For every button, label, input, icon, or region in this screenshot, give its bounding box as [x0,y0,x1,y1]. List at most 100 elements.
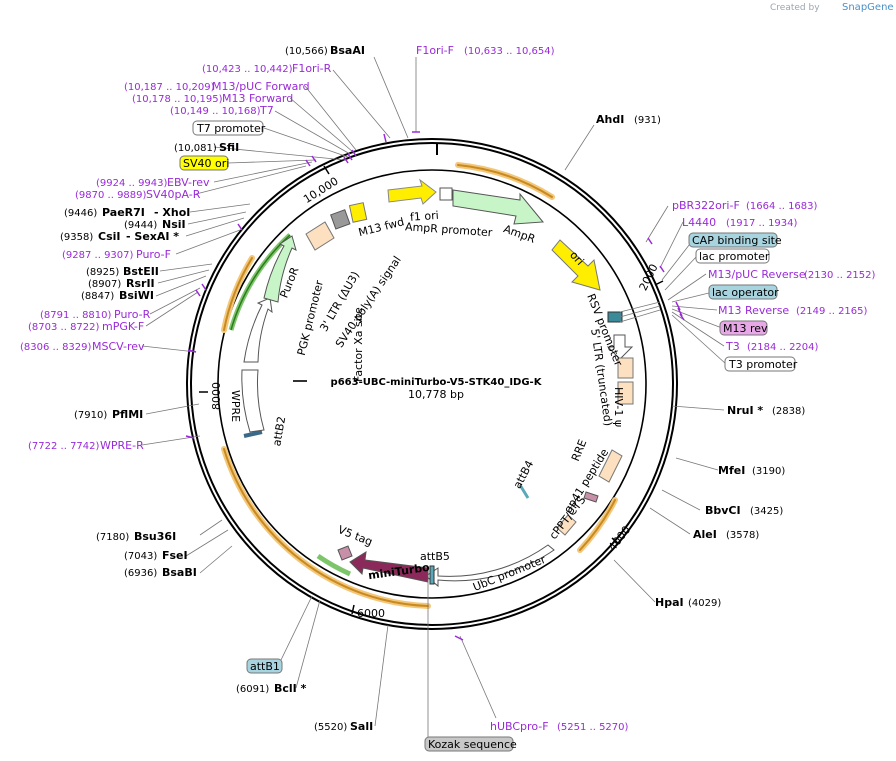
svg-text:(9924 .. 9943): (9924 .. 9943) [96,178,168,189]
sv40ori-feature[interactable] [348,202,368,223]
svg-text:(931): (931) [634,115,661,126]
primer-hubcpro-f[interactable]: hUBCpro-F (5251 .. 5270) [490,720,629,733]
f1-ori-box[interactable] [439,187,453,201]
label-f1-ori[interactable]: f1 ori [410,209,440,224]
svg-text:M13 Reverse: M13 Reverse [718,304,789,317]
ubc-promoter-arrow[interactable] [425,544,555,588]
site-paer7i[interactable]: (9446) PaeR7I - XhoI [64,206,190,219]
ori-feature[interactable] [551,239,601,291]
site-bsabi[interactable]: (6936) BsaBI [124,566,197,579]
label-wpre[interactable]: WPRE [229,390,242,422]
svg-text:WPRE-R: WPRE-R [100,439,144,452]
site-rsrii[interactable]: (8907) RsrII [88,277,155,290]
primer-t7[interactable]: (10,149 .. 10,168) T7 [170,104,274,117]
ampr-feature[interactable] [452,189,545,225]
boxed-sv40-ori[interactable]: SV40 ori [179,155,229,171]
rsv-feature-mark[interactable] [607,311,623,323]
gp41-feature[interactable] [583,491,599,503]
site-bsu36i[interactable]: (7180) Bsu36I [96,530,176,543]
boxed-cap-binding-site[interactable]: CAP binding site [688,232,782,248]
rsv-promoter-arrow[interactable] [606,334,634,360]
label-attb2[interactable]: attB2 [270,415,288,447]
svg-text:PaeR7I: PaeR7I [102,206,145,219]
v5-tag-feature[interactable] [337,545,353,561]
boxed-lac-operator[interactable]: lac operator [708,284,779,300]
site-nsii[interactable]: (9444) NsiI [124,218,186,231]
site-nrui[interactable]: NruI * (2838) [727,404,805,417]
attb5-feature[interactable] [429,565,435,585]
svg-text:Bsu36I: Bsu36I [134,530,176,543]
boxed-kozak-sequence[interactable]: Kozak sequence [424,736,517,752]
label-factorxa[interactable]: Factor Xa site [352,307,365,382]
primer-t3[interactable]: T3 (2184 .. 2204) [725,340,819,353]
ltr5-feature[interactable] [617,357,634,379]
pgk-promoter-arrow[interactable] [243,297,273,363]
backbone-inner-ring [190,142,674,626]
attb4-feature[interactable] [518,484,530,499]
primer-f1ori-f[interactable]: F1ori-F (10,633 .. 10,654) [416,44,555,57]
primer-m13-puc-reverse[interactable]: M13/pUC Reverse (2130 .. 2152) [708,268,876,281]
svg-text:(10,149 .. 10,168): (10,149 .. 10,168) [170,106,261,117]
label-hiv1[interactable]: HIV-1 ψ [612,387,625,427]
svg-text:BsaAI: BsaAI [330,44,365,57]
primer-wpre-r[interactable]: (7722 .. 7742) WPRE-R [28,439,144,452]
site-csii[interactable]: (9358) CsiI - SexAI * [60,230,179,243]
primer-mscv-rev[interactable]: (8306 .. 8329) MSCV-rev [20,340,145,353]
primer-pbr322ori-f[interactable]: pBR322ori-F (1664 .. 1683) [672,199,818,212]
primer-mpgk-f[interactable]: (8703 .. 8722) mPGK-F [28,320,144,333]
boxed-t3-promoter[interactable]: T3 promoter [724,356,798,372]
boxed-t7-promoter[interactable]: T7 promoter [192,120,266,136]
hiv1-feature[interactable] [617,381,634,405]
site-fsei[interactable]: (7043) FseI [124,549,188,562]
site-bbvci[interactable]: BbvCI (3425) [705,504,783,517]
svg-text:M13 rev: M13 rev [723,322,768,335]
svg-text:(5251 .. 5270): (5251 .. 5270) [557,722,629,733]
label-attb4[interactable]: attB4 [511,458,537,491]
svg-text:MSCV-rev: MSCV-rev [92,340,145,353]
primer-m13-puc-forward[interactable]: (10,187 .. 10,209) M13/pUC Forward [124,80,310,93]
boxed-m13-rev[interactable]: M13 rev [719,320,768,336]
site-bcli[interactable]: (6091) BclI * [236,682,307,695]
cppt-feature[interactable] [556,514,577,536]
label-ampr[interactable]: AmpR [502,222,538,246]
m13-fwd-feature[interactable] [387,178,437,205]
site-ahdi[interactable]: AhdI (931) [596,113,661,126]
primer-m13-reverse[interactable]: M13 Reverse (2149 .. 2165) [718,304,868,317]
site-alei[interactable]: AleI (3578) [693,528,759,541]
ltr3-feature[interactable] [305,221,335,251]
svg-text:(7180): (7180) [96,532,129,543]
tick-label-8000: 8000 [210,382,223,410]
svg-text:- SexAI *: - SexAI * [126,230,179,243]
label-ampr-promoter[interactable]: AmpR promoter [405,220,494,239]
label-v5-tag[interactable]: V5 tag [336,523,374,549]
site-bsiwi[interactable]: (8847) BsiWI [81,289,154,302]
boxed-lac-promoter[interactable]: lac promoter [695,248,770,264]
site-sfii[interactable]: (10,081) SfiI [174,141,239,154]
primer-l4440[interactable]: L4440 (1917 .. 1934) [682,216,798,229]
svg-text:F1ori-F: F1ori-F [416,44,454,57]
primer-f1ori-r[interactable]: (10,423 .. 10,442) F1ori-R [202,62,332,75]
label-rre[interactable]: RRE [569,438,589,464]
boxed-attb1[interactable]: attB1 [246,658,283,674]
primer-puro-f[interactable]: (9287 .. 9307) Puro-F [62,248,171,261]
puror-feature[interactable] [263,235,297,303]
site-bsaai[interactable]: (10,566) BsaAI [285,44,365,57]
site-pflmi[interactable]: (7910) PflMI [74,408,143,421]
rre-feature[interactable] [598,449,623,483]
wpre-feature[interactable] [241,369,265,433]
primer-puro-r[interactable]: (8791 .. 8810) Puro-R [40,308,151,321]
label-attb5[interactable]: attB5 [420,550,450,563]
primer-sv40pa-r[interactable]: (9870 .. 9889) SV40pA-R [75,188,201,201]
miniturbo-feature[interactable] [349,551,429,583]
attb2-feature[interactable] [243,430,263,438]
sv40polya-feature[interactable] [330,209,351,230]
primer-m13-forward[interactable]: (10,178 .. 10,195) M13 Forward [132,92,293,105]
site-hpai[interactable]: HpaI (4029) [655,596,721,609]
site-sali[interactable]: (5520) SalI [314,720,373,733]
primer-ebv-rev[interactable]: (9924 .. 9943) EBV-rev [96,176,210,189]
site-mfei[interactable]: MfeI (3190) [718,464,785,477]
label-pgk-promoter[interactable]: PGK promoter [295,279,326,357]
svg-text:RsrII: RsrII [126,277,155,290]
site-bsteii[interactable]: (8925) BstEII [86,265,159,278]
credit-brand: SnapGene [842,2,894,13]
